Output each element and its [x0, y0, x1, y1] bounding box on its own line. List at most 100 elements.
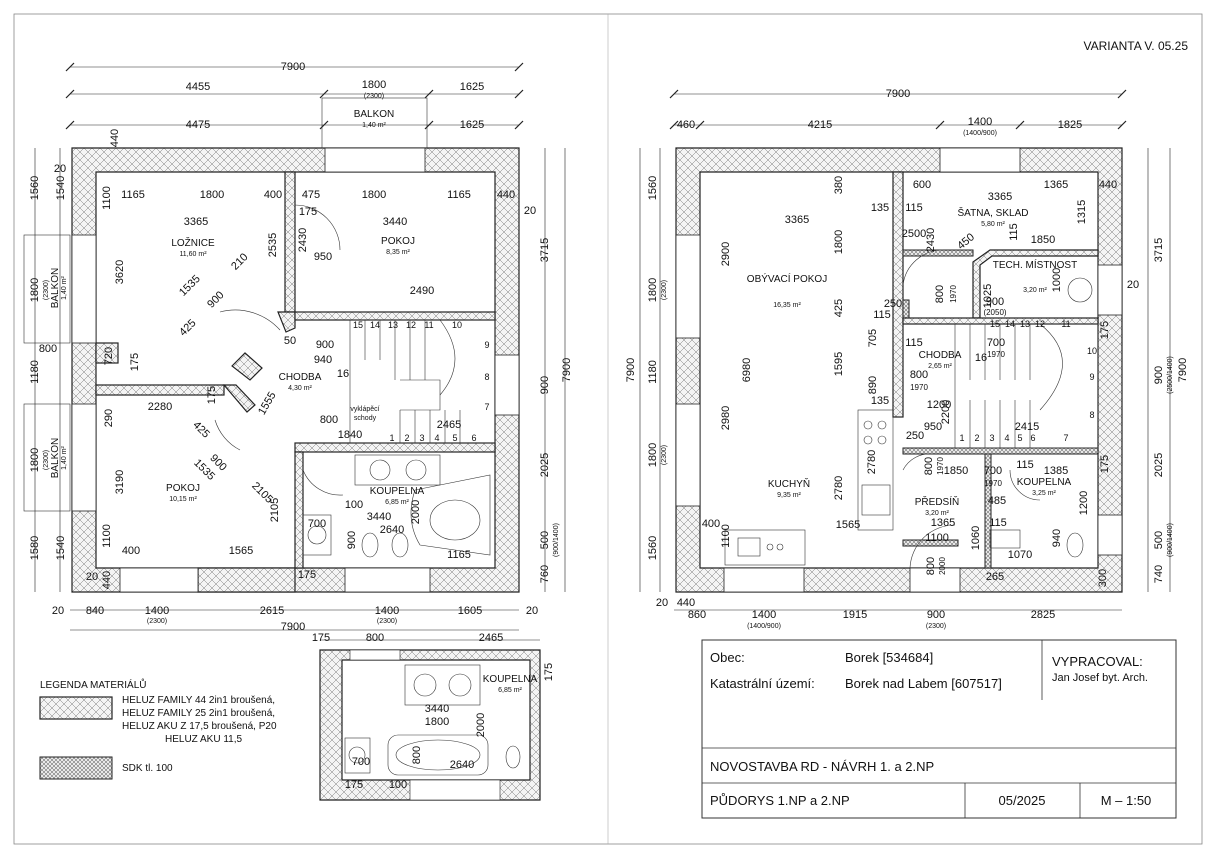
dim-text: (2500/1400) — [1167, 356, 1174, 394]
stair-number: 2 — [404, 433, 409, 443]
dim-text: 1385 — [1044, 465, 1068, 477]
dim-text: 1400 — [145, 605, 169, 617]
dim-text: 1840 — [338, 429, 362, 441]
dim-text: 1365 — [1044, 179, 1068, 191]
stair-number: 15 — [990, 319, 1000, 329]
dim-text: 800 — [923, 457, 935, 475]
dim-text: 20 — [52, 605, 64, 617]
dim-text: 1800 — [362, 189, 386, 201]
dim-text: 400 — [122, 545, 140, 557]
dim-text: 175 — [345, 779, 363, 791]
dim-text: 175 — [312, 632, 330, 644]
room-area: 6,85 m² — [498, 687, 522, 694]
dim-text: 210 — [229, 251, 250, 272]
dim-text: 3620 — [114, 260, 126, 284]
dim-text: 1315 — [1076, 200, 1088, 224]
dim-text: 900 — [986, 296, 1004, 308]
dim-text: 1970 — [984, 479, 1002, 488]
dim-text: 175 — [1099, 321, 1111, 339]
dim-text: 800 — [39, 343, 57, 355]
dim-text: 16 — [337, 368, 349, 380]
legend-line: HELUZ AKU Z 17,5 broušená, P20 — [122, 721, 277, 732]
dim-text: 1165 — [447, 189, 471, 201]
dim-text: (1400/900) — [747, 623, 781, 630]
dim-text: 1850 — [944, 465, 968, 477]
room-name: CHODBA — [279, 372, 322, 383]
room-name: CHODBA — [919, 350, 962, 361]
dim-text: 20 — [54, 163, 66, 175]
stair-number: 3 — [419, 433, 424, 443]
dim-text: 175 — [206, 386, 218, 404]
dim-text: 840 — [86, 605, 104, 617]
dim-text: 2535 — [267, 233, 279, 257]
dim-text: 705 — [867, 329, 879, 347]
dim-text: 2415 — [1015, 421, 1039, 433]
dim-text: 860 — [688, 609, 706, 621]
dim-text: 2825 — [1031, 609, 1055, 621]
dim-text: 440 — [497, 189, 515, 201]
stair-number: 12 — [406, 320, 416, 330]
dim-text: 950 — [924, 421, 942, 433]
stair-number: 1 — [959, 433, 964, 443]
dim-text: 2615 — [260, 605, 284, 617]
room-name: BALKON — [354, 109, 395, 120]
dim-text: 3440 — [425, 703, 449, 715]
dim-text: (2300) — [364, 93, 384, 100]
dim-text: 400 — [702, 518, 720, 530]
dim-text: 2490 — [410, 285, 434, 297]
dim-text: 900 — [927, 609, 945, 621]
dim-text: (2300) — [43, 280, 50, 300]
dim-text: 1800 — [647, 443, 659, 467]
floor2-stairs: 15 14 13 12 11 10 9 8 7 1 2 3 4 5 6 — [959, 319, 1097, 443]
room-name: BALKON — [50, 438, 61, 479]
dim-text: 1560 — [647, 536, 659, 560]
room-name: KOUPELNA — [1017, 477, 1072, 488]
room-area: 10,15 m² — [169, 496, 197, 503]
dim-text: 900 — [539, 376, 551, 394]
floor1-dimensions: 7900 4455 1800 (2300) 1625 4475 1625 20 … — [29, 61, 573, 633]
dim-text: (900/1400) — [1167, 523, 1174, 557]
dim-text: 950 — [314, 251, 332, 263]
room-name: OBÝVACÍ POKOJ — [747, 272, 827, 285]
dim-text: 115 — [905, 202, 923, 214]
dim-text: 2465 — [479, 632, 503, 644]
dim-text: 800 — [366, 632, 384, 644]
stair-number: 9 — [484, 340, 489, 350]
dim-text: 760 — [539, 565, 551, 583]
dim-text: 900 — [316, 339, 334, 351]
dim-text: 1400 — [968, 116, 992, 128]
dim-text: 800 — [320, 414, 338, 426]
drawing-title: PŮDORYS 1.NP a 2.NP — [710, 793, 850, 808]
drawing-date: 05/2025 — [999, 793, 1046, 808]
dim-text: 4455 — [186, 81, 210, 93]
legend-line: HELUZ AKU 11,5 — [165, 734, 243, 745]
dim-text: 175 — [299, 206, 317, 218]
dim-text: 1595 — [833, 352, 845, 376]
room-area: 2,65 m² — [928, 363, 952, 370]
stair-number: 4 — [1004, 433, 1009, 443]
dim-text: 900 — [205, 289, 226, 310]
dim-text: 1565 — [229, 545, 253, 557]
dim-text: 1540 — [55, 536, 67, 560]
room-area: 3,20 m² — [1023, 287, 1047, 294]
stair-number: 13 — [388, 320, 398, 330]
dim-text: 2200 — [940, 400, 952, 424]
dim-text: 3715 — [539, 238, 551, 262]
ku-value: Borek nad Labem [607517] — [845, 676, 1002, 691]
floor2-rooms: OBÝVACÍ POKOJ 16,35 m² ŠATNA, SKLAD 5,80… — [747, 206, 1077, 517]
ku-label: Katastrální území: — [710, 676, 815, 691]
floor2-dimensions: 7900 460 4215 1400 (1400/900) 1825 20 44… — [625, 88, 1189, 630]
dim-text: (2050) — [983, 308, 1006, 317]
stair-number: 14 — [1005, 319, 1015, 329]
dim-text: 50 — [284, 335, 296, 347]
dim-text: 800 — [925, 557, 937, 575]
dim-text: 1560 — [647, 176, 659, 200]
legend-title: LEGENDA MATERIÁLŮ — [40, 678, 147, 691]
dim-text: 1800 — [362, 79, 386, 91]
dim-text: 250 — [884, 298, 902, 310]
room-name: LOŽNICE — [171, 236, 215, 249]
dim-text: 4215 — [808, 119, 832, 131]
dim-text: 2980 — [720, 406, 732, 430]
room-area: 1,40 m² — [61, 275, 68, 299]
dim-text: 900 — [1153, 366, 1165, 384]
